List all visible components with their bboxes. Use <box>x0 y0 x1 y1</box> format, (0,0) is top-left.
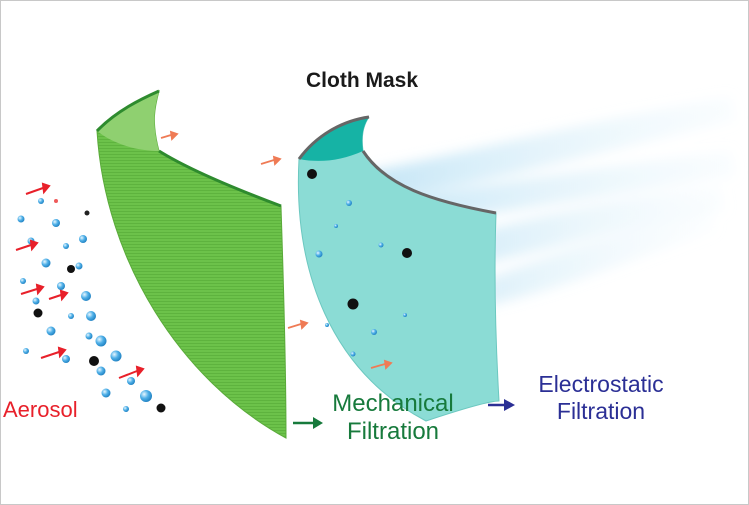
orange-arrow-icon <box>160 130 393 370</box>
electrostatic-filter-layer <box>297 115 500 422</box>
red-arrow-icon <box>15 182 145 379</box>
diagram-title: Cloth Mask <box>306 69 418 92</box>
electrostatic-label-line1: Electrostatic <box>538 371 663 397</box>
electrostatic-label-line2: Filtration <box>557 398 645 424</box>
mechanical-label-line2: Filtration <box>347 418 439 445</box>
aerosol-label: Aerosol <box>3 397 78 422</box>
mechanical-label-line1: Mechanical <box>332 390 453 417</box>
blue-arrow-icon <box>488 399 515 411</box>
green-arrow-icon <box>293 417 323 429</box>
trapped-particles <box>307 169 412 357</box>
mechanical-filter-layer <box>95 89 287 439</box>
aerosol-particles <box>17 198 166 413</box>
